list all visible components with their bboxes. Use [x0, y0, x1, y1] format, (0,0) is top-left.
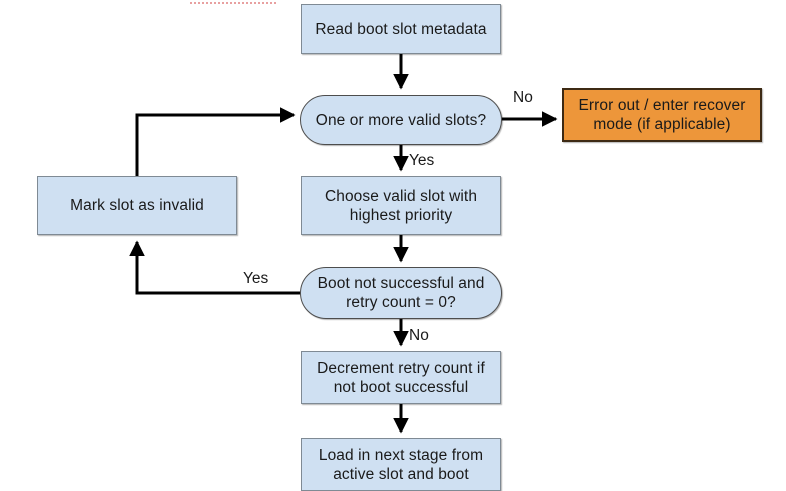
node-mark-slot-as-invalid[interactable]: Mark slot as invalid — [37, 176, 237, 235]
node-label: Choose valid slot with highest priority — [324, 187, 478, 224]
edge-boot-check-yes-to-mark-invalid — [129, 240, 300, 295]
node-choose-valid-slot-with-highest-priority[interactable]: Choose valid slot with highest priority — [301, 176, 501, 235]
node-read-boot-slot-metadata[interactable]: Read boot slot metadata — [301, 4, 501, 54]
red-dotted-marker — [190, 2, 276, 4]
node-label: Read boot slot metadata — [315, 20, 487, 38]
node-one-or-more-valid-slots[interactable]: One or more valid slots? — [300, 95, 502, 145]
node-label: Error out / enter recover mode (if appli… — [578, 97, 746, 133]
node-label: Load in next stage from active slot and … — [318, 446, 484, 483]
edge-mark-invalid-to-valid-slots — [135, 107, 296, 176]
node-label: Boot not successful and retry count = 0? — [317, 275, 485, 311]
edge-label-yes-valid-slots: Yes — [409, 152, 435, 169]
node-error-out-enter-recover-mode[interactable]: Error out / enter recover mode (if appli… — [562, 88, 762, 142]
node-decrement-retry-count[interactable]: Decrement retry count if not boot succes… — [301, 351, 501, 404]
node-boot-not-successful-and-retry-count-zero[interactable]: Boot not successful and retry count = 0? — [300, 267, 502, 319]
edge-label-yes-retry-exhausted: Yes — [243, 270, 269, 287]
node-label: Decrement retry count if not boot succes… — [317, 359, 485, 396]
edge-label-no-valid-slots: No — [513, 89, 533, 106]
edge-label-no-retry-remaining: No — [409, 327, 429, 344]
node-load-next-stage-from-active-slot[interactable]: Load in next stage from active slot and … — [301, 438, 501, 491]
node-label: Mark slot as invalid — [70, 197, 204, 214]
node-label: One or more valid slots? — [315, 111, 487, 129]
